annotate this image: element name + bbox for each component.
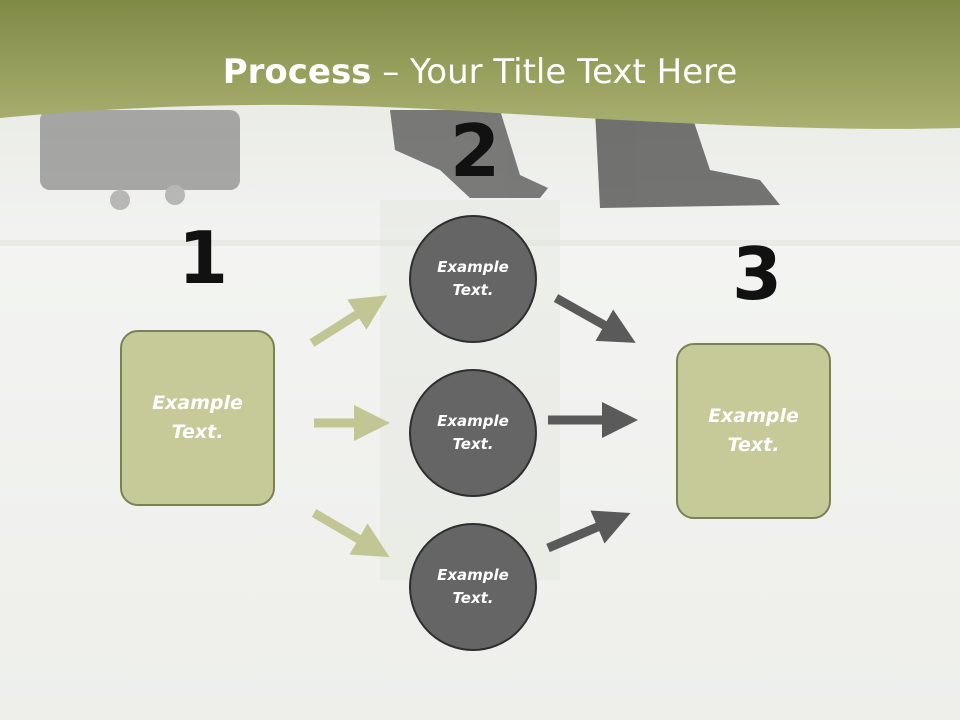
step-number-2: 2 [450, 109, 501, 193]
slide-title: Process – Your Title Text Here [0, 52, 960, 92]
box-right-line1: Example [708, 405, 799, 427]
suitcase-silhouette [40, 110, 240, 210]
circle-top-line1: Example [437, 258, 509, 276]
box-left-line1: Example [152, 392, 243, 414]
title-rest: – Your Title Text Here [371, 52, 738, 92]
arrow-bottom-to-right [546, 510, 631, 553]
arrow-left-to-bottom [311, 509, 390, 558]
box-right-line2: Text. [727, 434, 780, 456]
circle-middle-line1: Example [437, 412, 509, 430]
shoes-silhouette [390, 110, 780, 208]
title-bold: Process [222, 52, 372, 92]
box-left-line2: Text. [171, 421, 224, 443]
circle-bottom-line2: Text. [452, 589, 494, 607]
circle-top-line2: Text. [452, 281, 494, 299]
arrow-top-to-right [553, 294, 636, 343]
circle-middle-line2: Text. [452, 435, 494, 453]
arrow-left-to-top [309, 295, 388, 347]
step-number-1: 1 [178, 216, 229, 300]
circle-bottom-line1: Example [437, 566, 509, 584]
step-number-3: 3 [732, 232, 783, 316]
